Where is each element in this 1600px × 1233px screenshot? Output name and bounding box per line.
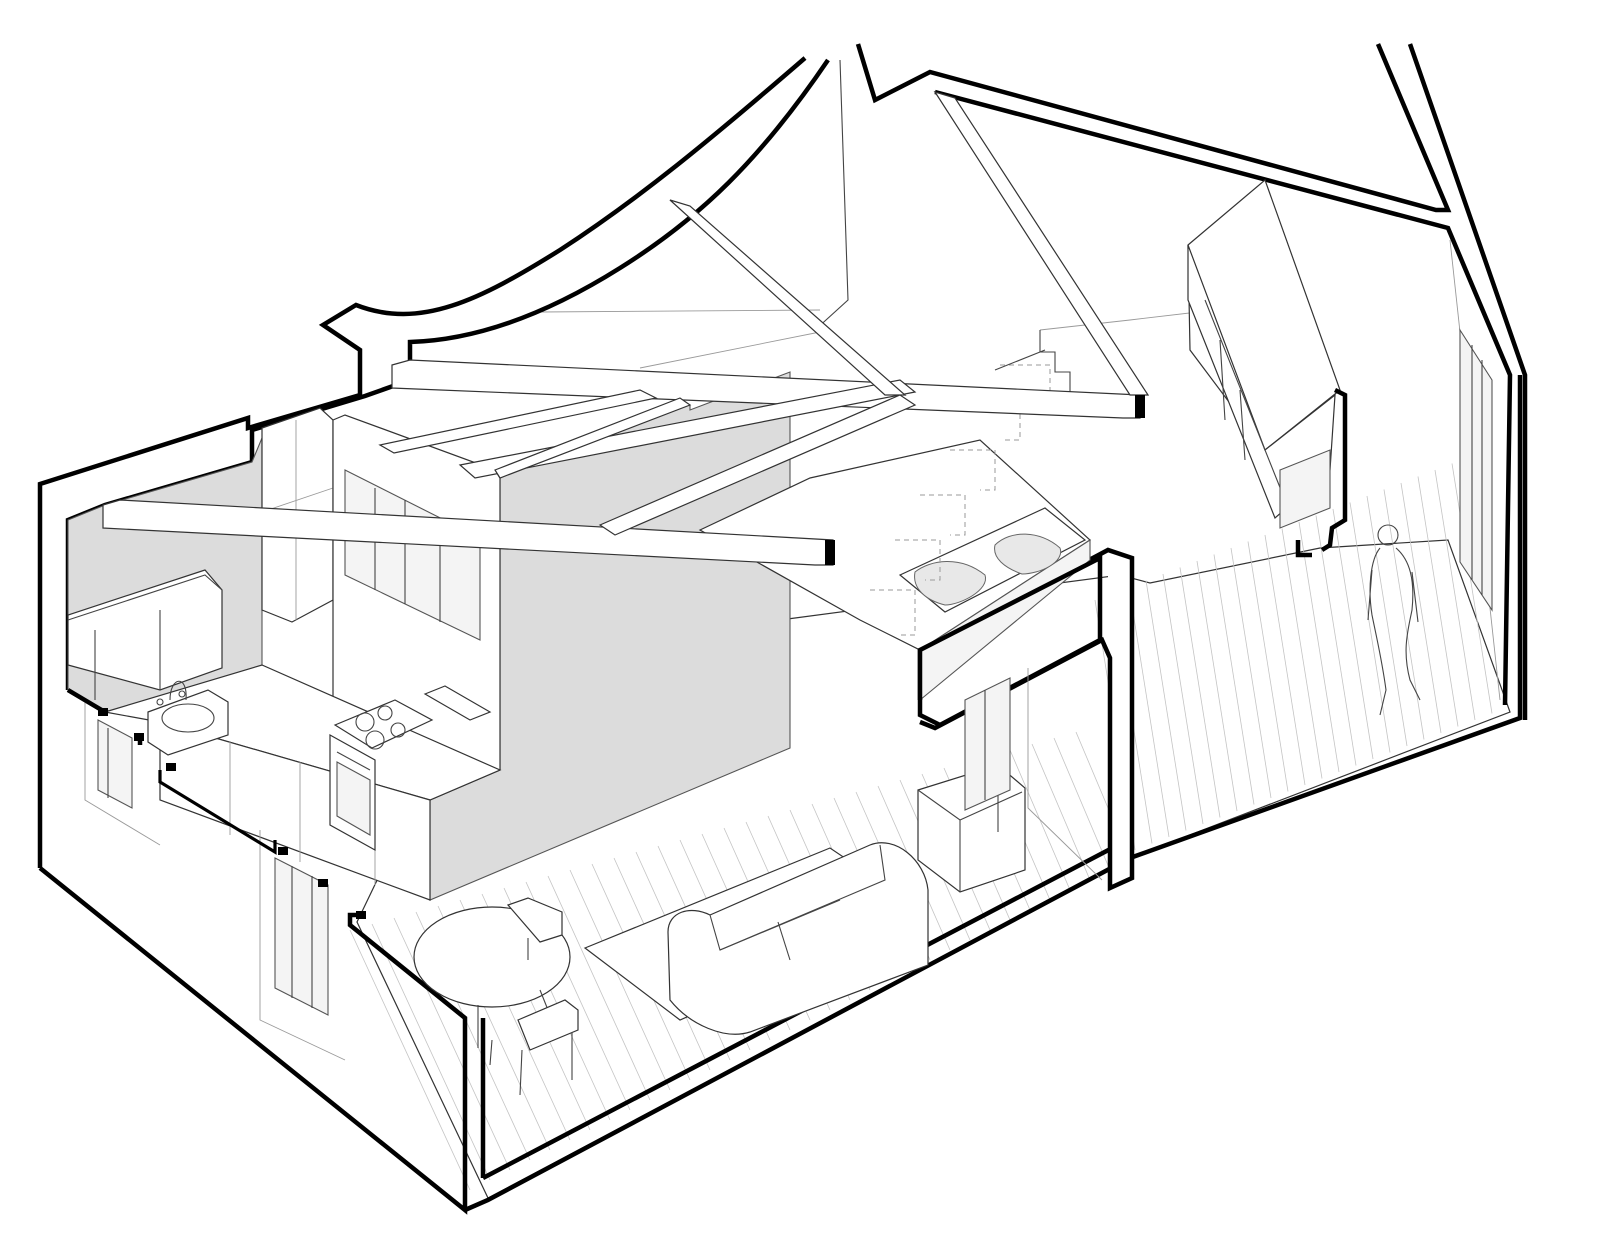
- floor-board-line: [1213, 554, 1255, 805]
- beam-diagonal: [933, 90, 1150, 396]
- floor-board-line: [569, 869, 671, 1091]
- upper-cabinets: [67, 569, 223, 700]
- inner-left-wall: [65, 58, 830, 690]
- sink: [147, 680, 229, 756]
- floor-board-line: [1128, 586, 1170, 838]
- kitchen: [67, 569, 502, 901]
- floor-board-line: [547, 875, 651, 1101]
- patio-door: [964, 668, 1103, 881]
- storage-unit: [1187, 178, 1348, 558]
- floor-board-line: [349, 929, 471, 1191]
- floor-board-line: [1400, 482, 1442, 734]
- bed: [898, 507, 1087, 613]
- floor-board-line: [1179, 567, 1221, 818]
- loft-beam: [598, 394, 917, 536]
- floor-board-line: [1162, 573, 1204, 825]
- floor-board-line: [1031, 743, 1091, 881]
- right-window: [1459, 328, 1493, 612]
- left-windows: [84, 700, 346, 1061]
- floor-board-line: [1315, 515, 1357, 766]
- floor-board-line: [393, 917, 511, 1171]
- floor-board-line: [1417, 476, 1459, 727]
- beam-cross-1: [378, 389, 658, 454]
- chair-front: [517, 999, 579, 1051]
- chair-back: [506, 897, 563, 943]
- floor-board-line: [1053, 737, 1111, 871]
- floor-board-line: [1298, 521, 1340, 773]
- floor-board-line: [1434, 469, 1476, 721]
- floor-board-line: [1383, 489, 1425, 740]
- floor-board-line: [1196, 560, 1238, 812]
- floor-board-line: [1247, 541, 1289, 792]
- right-floor: [1119, 539, 1511, 859]
- right-roof-profile: [855, 43, 1452, 213]
- left-roof-profile: [37, 56, 807, 868]
- cooktop: [333, 699, 434, 750]
- beam-cross-2: [458, 379, 917, 479]
- roof-beams: [102, 90, 1150, 566]
- floor-board-line: [1145, 580, 1187, 831]
- mullion-markers: [66, 688, 366, 919]
- armchair: [917, 764, 1026, 893]
- dining-chairs: [489, 897, 579, 1096]
- sofa: [667, 842, 929, 1035]
- oven: [329, 733, 376, 852]
- floor-board-line: [1332, 508, 1374, 760]
- room-divider: [494, 397, 692, 479]
- loft: [698, 439, 1103, 728]
- floor-board-line: [1349, 502, 1391, 753]
- floor-board-line: [1366, 495, 1408, 747]
- floor-board-line: [371, 923, 491, 1181]
- tray: [423, 685, 492, 721]
- grey-bedroom-volume: [332, 371, 791, 901]
- floor-board-line: [1281, 528, 1323, 779]
- beam-diagonal-2: [669, 199, 907, 396]
- human-figure: [1367, 524, 1421, 716]
- floor-board-line: [1451, 463, 1493, 714]
- floor-board-line: [1264, 534, 1306, 786]
- floor-board-line: [1230, 547, 1272, 799]
